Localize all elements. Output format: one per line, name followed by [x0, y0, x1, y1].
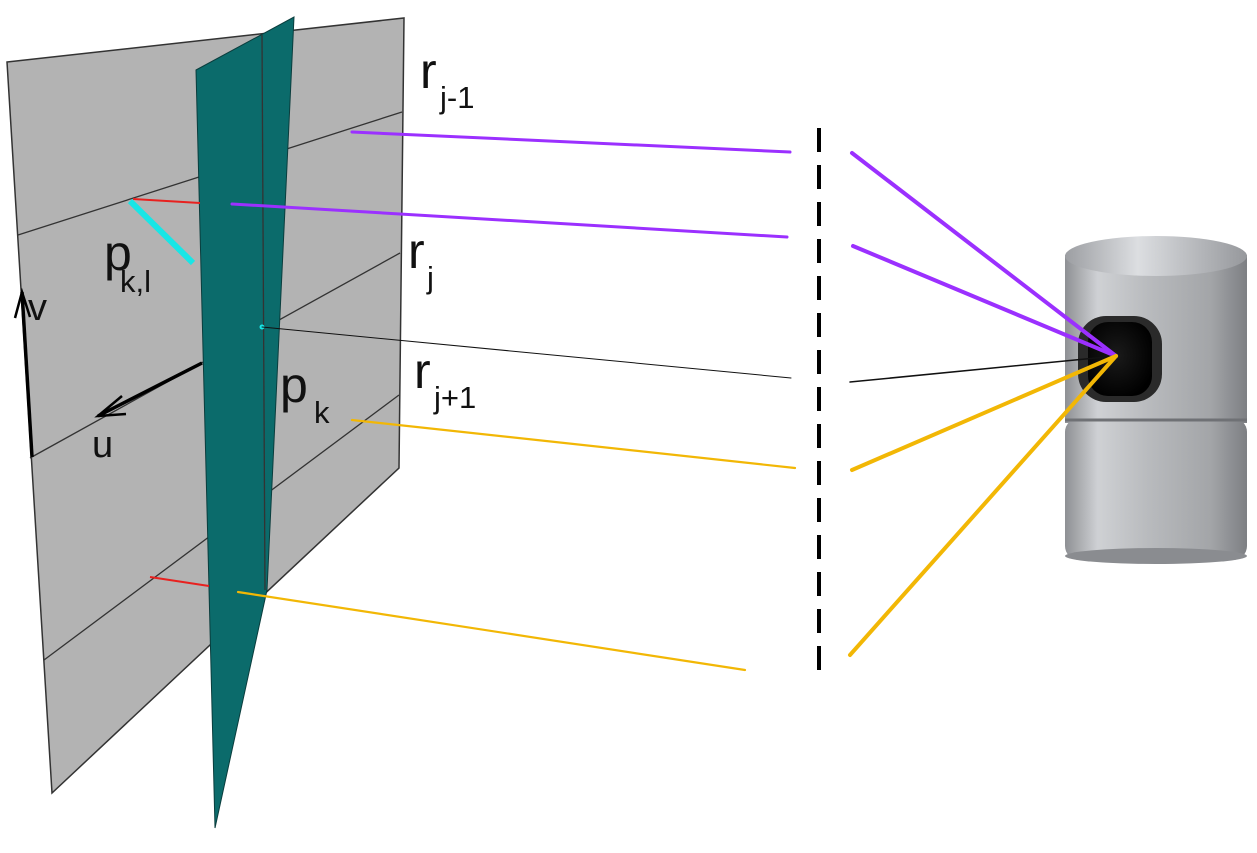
- label-p-k-base: p: [280, 357, 308, 413]
- uv-axes: [13, 287, 203, 458]
- label-r-next: r j+1: [414, 343, 476, 415]
- label-p-kl: p k,l: [104, 225, 151, 299]
- ray-black: [261, 326, 792, 379]
- ray-purple-upper: [350, 130, 792, 154]
- ray-purple-upper-sensor: [850, 151, 1118, 358]
- plane-fold-edge: [261, 34, 266, 591]
- label-p-k: p k: [280, 357, 330, 430]
- label-r-next-sub: j+1: [433, 380, 476, 415]
- label-axis-u: u: [92, 424, 113, 466]
- ray-black-sensor: [849, 355, 1117, 383]
- u-axis-arrowhead: [94, 395, 127, 418]
- rays-right: [848, 151, 1118, 657]
- label-axis-v: v: [28, 287, 47, 329]
- label-p-kl-sub: k,l: [120, 264, 151, 299]
- label-p-kl-base: p: [104, 225, 132, 281]
- ray-purple-lower: [230, 202, 789, 239]
- label-r-cur-base: r: [408, 223, 425, 279]
- v-axis-arrowhead: [13, 287, 32, 319]
- label-r-cur-sub: j: [426, 260, 434, 295]
- ray-yellow-upper-sensor: [850, 354, 1118, 472]
- lidar-sensor-icon: [1065, 236, 1247, 564]
- label-r-cur: r j: [408, 223, 434, 295]
- label-r-next-base: r: [414, 343, 431, 399]
- v-axis-line: [20, 291, 34, 458]
- red-offset-segment: [132, 198, 201, 204]
- cyan-point-marker: [127, 198, 196, 266]
- u-axis-line: [97, 361, 203, 418]
- ray-yellow-lower: [236, 590, 747, 672]
- label-r-prev-base: r: [420, 43, 437, 99]
- sensor-lens: [1088, 322, 1152, 396]
- teal-vertical-plane: [195, 16, 295, 829]
- ray-yellow-upper: [350, 418, 797, 470]
- label-r-prev-sub: j-1: [439, 80, 474, 115]
- red-offset-segment: [149, 576, 210, 587]
- label-p-k-sub: k: [314, 395, 330, 430]
- ray-purple-lower-sensor: [851, 244, 1118, 358]
- label-r-prev: r j-1: [420, 43, 474, 115]
- rays-left: [230, 130, 797, 672]
- ray-yellow-lower-sensor: [848, 354, 1118, 657]
